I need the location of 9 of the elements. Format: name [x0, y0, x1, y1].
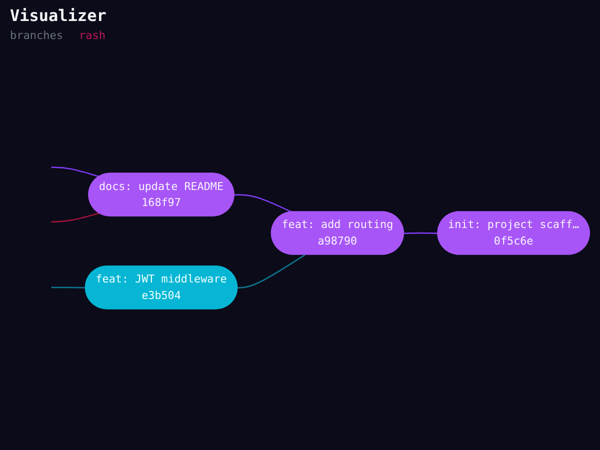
connector [51, 286, 86, 288]
connector [238, 254, 306, 288]
connector [234, 194, 292, 213]
connector [51, 166, 100, 178]
branch-label: rash [78, 29, 106, 42]
app-title: Visualizer [10, 6, 106, 25]
connector [51, 212, 100, 222]
connector [404, 232, 438, 234]
subtitle: branches [10, 29, 63, 42]
